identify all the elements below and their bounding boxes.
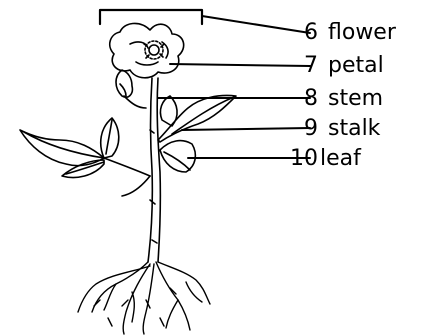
label-term: leaf	[320, 148, 361, 170]
label-number: 7	[282, 55, 318, 77]
label-term: stalk	[328, 118, 380, 140]
stem	[148, 78, 160, 262]
flower-bracket	[100, 10, 202, 24]
label-term: flower	[328, 22, 396, 44]
right-leaves	[158, 96, 236, 173]
label-number: 10	[282, 148, 318, 170]
label-stalk: 9 stalk	[282, 118, 380, 140]
label-petal: 7 petal	[282, 55, 384, 77]
label-leaf: 10leaf	[282, 148, 361, 170]
label-number: 8	[282, 88, 318, 110]
flower	[110, 23, 184, 77]
label-stem: 8 stem	[282, 88, 383, 110]
label-number: 6	[282, 22, 318, 44]
label-term: stem	[328, 88, 383, 110]
label-term: petal	[328, 55, 384, 77]
label-number: 9	[282, 118, 318, 140]
left-leaves	[20, 118, 150, 196]
bud	[116, 70, 146, 108]
roots	[78, 262, 210, 334]
label-flower: 6 flower	[282, 22, 396, 44]
